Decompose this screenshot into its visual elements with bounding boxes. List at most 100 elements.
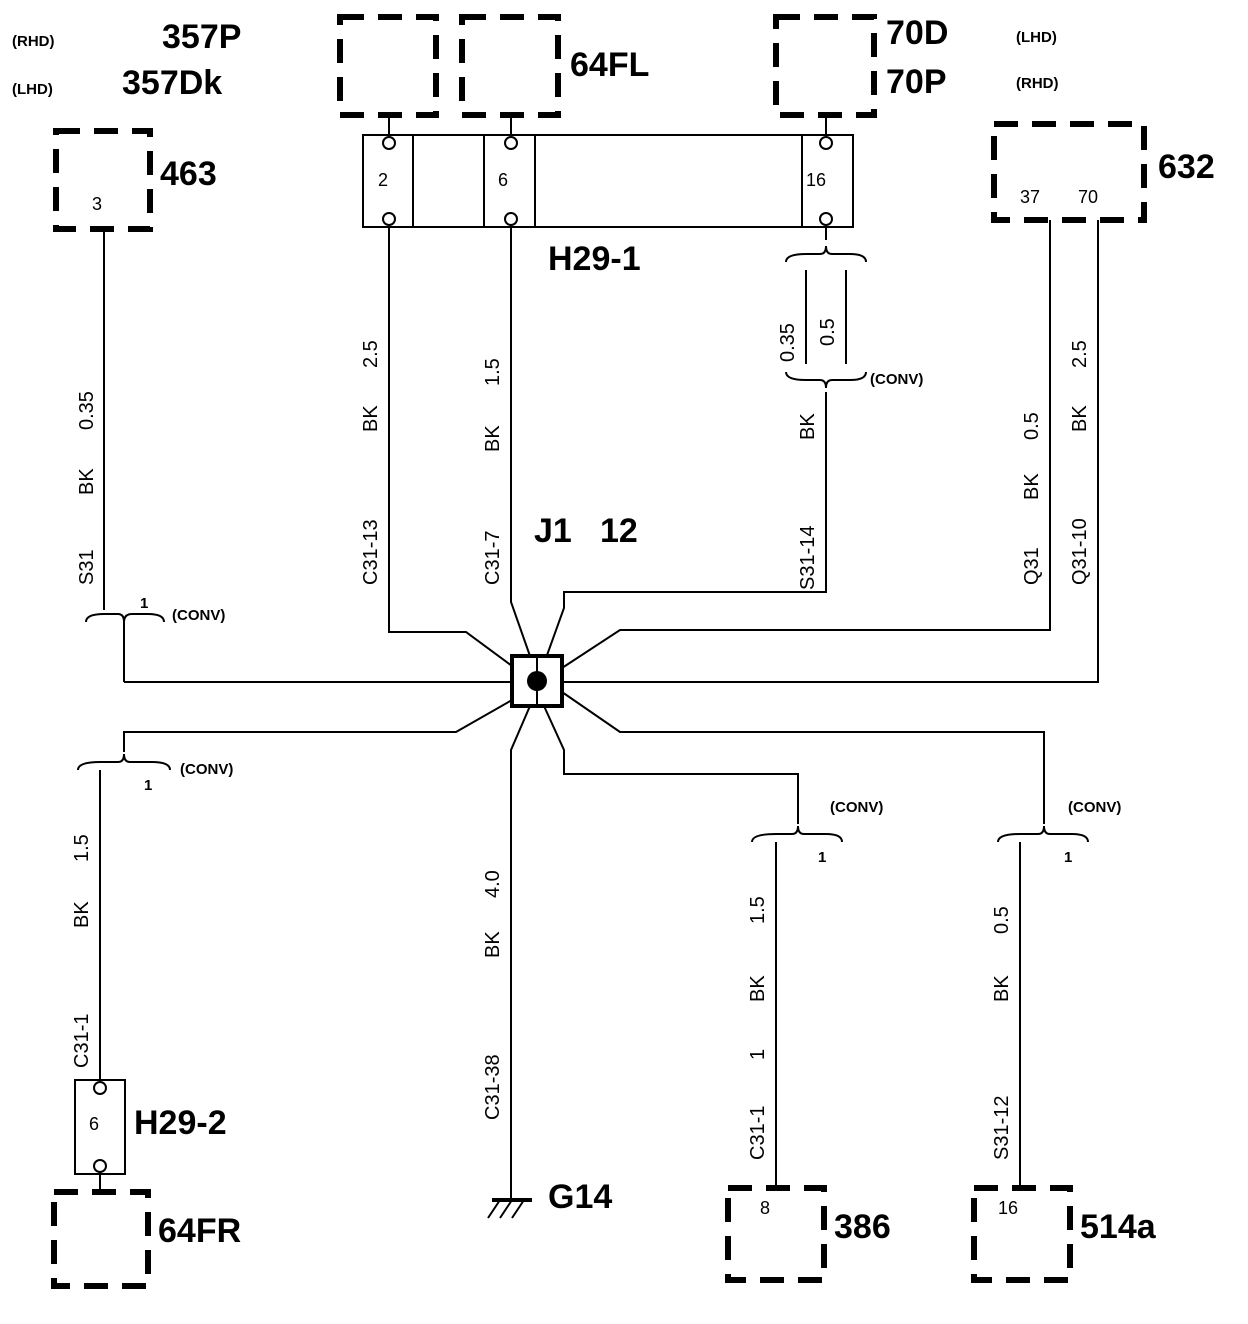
h29-1-pin-6-bottom[interactable]	[504, 212, 518, 226]
conv-label-16: (CONV)	[870, 371, 923, 388]
lhd-label-right: (LHD)	[1016, 29, 1057, 46]
wire-c31-1-left-size: 1.5	[71, 834, 93, 862]
component-514a-pin: 16	[998, 1198, 1018, 1218]
rhd-label-left: (RHD)	[12, 33, 55, 50]
h29-1-pin-16-label: 16	[806, 170, 826, 190]
wire-c31-38-size: 4.0	[482, 870, 504, 898]
h29-1-pin-6-label: 6	[498, 170, 508, 190]
h29-1-pin-6-top[interactable]	[504, 136, 518, 150]
component-463-pin: 3	[92, 194, 102, 214]
component-463-box[interactable]	[53, 128, 153, 232]
wire-q31-10-code: Q31-10	[1069, 518, 1091, 585]
h29-1-pin-2-bottom[interactable]	[382, 212, 396, 226]
h29-1-pin-2-label: 2	[378, 170, 388, 190]
wire-s31-14-code: S31-14	[797, 526, 819, 591]
component-386-box[interactable]	[725, 1185, 827, 1283]
ground-icon	[487, 1198, 532, 1219]
connector-h29-1[interactable]	[362, 134, 854, 228]
wire-junction-to-386	[543, 705, 799, 824]
component-64fl-box[interactable]	[459, 14, 561, 118]
conv-brace-514a	[997, 825, 1089, 843]
wire-463-size: 0.35	[76, 391, 98, 430]
wire-c31-38-code: C31-38	[482, 1054, 504, 1120]
conv-label-514a: (CONV)	[1068, 799, 1121, 816]
rhd-label-right: (RHD)	[1016, 75, 1059, 92]
wire-q31	[561, 220, 1051, 669]
conv-label-463: (CONV)	[172, 607, 225, 624]
wire-463-color: BK	[76, 468, 98, 495]
component-632-label: 632	[1158, 148, 1215, 186]
wire-c31-38-color: BK	[482, 931, 504, 958]
wire-463-code: S31	[76, 549, 98, 585]
conv-brace-16-top	[785, 245, 867, 263]
component-357dk-label: 357Dk	[122, 64, 222, 102]
component-386-label: 386	[834, 1208, 891, 1246]
conv-label-386: (CONV)	[830, 799, 883, 816]
conv-pin-514a: 1	[1064, 849, 1072, 866]
component-463-label: 463	[160, 155, 217, 193]
wire-386-code: C31-1	[747, 1106, 769, 1160]
wire-q31-size: 0.5	[1021, 412, 1043, 440]
wire-514a-code: S31-12	[991, 1096, 1013, 1161]
component-357p-label: 357P	[162, 18, 241, 56]
conv-brace-386	[751, 825, 843, 843]
wire-s31-14-color: BK	[797, 413, 819, 440]
wire-q31-10	[562, 220, 1099, 683]
h29-2-pin-top[interactable]	[93, 1081, 107, 1095]
junction-j1-number: 12	[600, 512, 638, 550]
wire-c31-1-left-color: BK	[71, 901, 93, 928]
h29-2-pin-label: 6	[89, 1114, 99, 1134]
component-64fr-box[interactable]	[51, 1189, 151, 1289]
component-70p-label: 70P	[886, 63, 947, 101]
component-514a-label: 514a	[1080, 1208, 1157, 1246]
wire-junction-to-514a	[561, 691, 1045, 824]
wire-c31-38	[510, 705, 531, 1200]
wire-c31-7	[510, 225, 531, 657]
wire-q31-color: BK	[1021, 473, 1043, 500]
wire-q31-10-color: BK	[1069, 405, 1091, 432]
wire-c31-13-color: BK	[360, 405, 382, 432]
h29-1-pin-2-top[interactable]	[382, 136, 396, 150]
h29-2-pin-bottom[interactable]	[93, 1159, 107, 1173]
conv-brace-16-bottom	[785, 371, 867, 389]
connector-h29-2[interactable]	[74, 1079, 126, 1175]
wire-c31-1-left-code: C31-1	[71, 1014, 93, 1068]
component-386-pin: 8	[760, 1198, 770, 1218]
wire-386-size: 1.5	[747, 896, 769, 924]
wire-514a-size: 0.5	[991, 906, 1013, 934]
wire-junction-to-h29-2	[123, 699, 513, 752]
conv-brace-h29-2	[77, 753, 171, 771]
component-64fl-label: 64FL	[570, 46, 649, 84]
component-514a-box[interactable]	[971, 1185, 1073, 1283]
component-632-pin-70: 70	[1078, 187, 1098, 207]
conv-label-h29-2: (CONV)	[180, 761, 233, 778]
wire-c31-7-size: 1.5	[482, 358, 504, 386]
wire-c31-7-color: BK	[482, 425, 504, 452]
wire-c31-13-code: C31-13	[360, 519, 382, 585]
component-70d-box[interactable]	[773, 14, 877, 118]
h29-1-pin-16-top[interactable]	[819, 136, 833, 150]
wire-514a-color: BK	[991, 975, 1013, 1002]
wire-386-color: BK	[747, 975, 769, 1002]
wire-s31-14	[545, 392, 827, 659]
conv-pin-463: 1	[140, 595, 148, 612]
conv-pin-h29-2: 1	[144, 777, 152, 794]
component-64fr-label: 64FR	[158, 1212, 241, 1250]
wire-386-cavity: 1	[747, 1049, 769, 1060]
splice-junction-dot[interactable]	[527, 671, 547, 691]
wire-q31-10-size: 2.5	[1069, 340, 1091, 368]
wire-c31-7-code: C31-7	[482, 531, 504, 585]
wire-16-b-size: 0.5	[817, 318, 839, 346]
wire-16-a-size: 0.35	[777, 323, 799, 362]
connector-h29-2-label: H29-2	[134, 1104, 227, 1142]
component-unnamed-box[interactable]	[337, 14, 439, 118]
lhd-label-left: (LHD)	[12, 81, 53, 98]
wire-c31-13-size: 2.5	[360, 340, 382, 368]
ground-g14-label: G14	[548, 1178, 612, 1216]
component-632-box[interactable]	[991, 121, 1147, 223]
component-632-pin-37: 37	[1020, 187, 1040, 207]
wire-q31-code: Q31	[1021, 547, 1043, 585]
h29-1-pin-16-bottom[interactable]	[819, 212, 833, 226]
connector-h29-1-label: H29-1	[548, 240, 641, 278]
